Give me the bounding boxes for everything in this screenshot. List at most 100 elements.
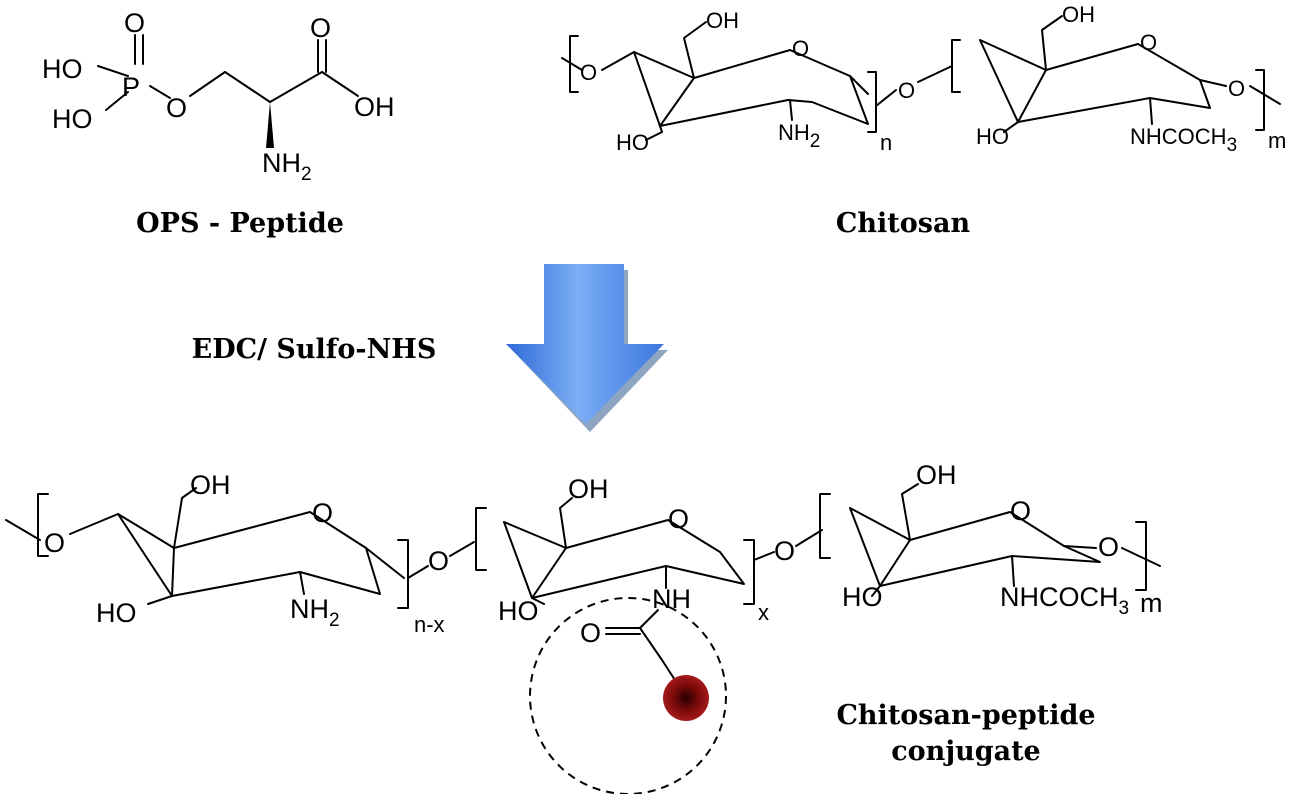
ops-bond-o-ch2 (189, 71, 226, 97)
chitosan-oh-2-label: OH (1062, 2, 1095, 27)
conj-ring-3-lower (879, 539, 911, 587)
chitosan-ring-1-nh2-bond (789, 99, 793, 121)
conj-nh-2-label: NH (652, 584, 691, 614)
chitosan-left-bracket (569, 35, 579, 93)
conj-ring-3-oh-bond (871, 585, 881, 597)
peptide-bead (663, 675, 709, 721)
chitosan-structure: O OH O HO NH2 n O OH O HO NHCOCH3 O m (561, 2, 1286, 156)
chitosan-caption: Chitosan (836, 208, 971, 239)
chitosan-ring-1-oh-bond (645, 125, 663, 141)
ops-bond-ch2-calpha (224, 71, 271, 103)
ops-wedge-bond-nh2 (266, 102, 274, 148)
conj-ho-3-label: HO (842, 582, 883, 612)
chitosan-n-label: n (880, 130, 892, 155)
conj-nh2-1-label: NH2 (290, 594, 340, 631)
chitosan-ring-2-lower (1017, 69, 1047, 123)
conj-ho-1-label: HO (96, 598, 137, 628)
conj-link-2-bond-2 (795, 529, 823, 547)
chitosan-ring-1-lower (659, 77, 695, 127)
conj-ring-3-ch2 (901, 483, 919, 541)
chitosan-oh-1-label: OH (706, 8, 739, 33)
conj-link-1-bond-2 (449, 541, 475, 557)
conj-ring-2-left-bracket (475, 507, 487, 571)
chitosan-o-left-bond (601, 51, 635, 71)
conj-ring-o-1-label: O (312, 498, 333, 528)
conj-nhcoch3-label: NHCOCH3 (1000, 582, 1129, 619)
conj-o-left-label: O (44, 528, 65, 558)
chitosan-link-bond (875, 89, 897, 107)
conj-oh-1-label: OH (190, 470, 231, 500)
chitosan-bracket-n (867, 71, 877, 133)
conj-o-right-label: O (1098, 532, 1119, 562)
conj-ring-3-o-right (1063, 545, 1097, 549)
chitosan-nhcoch3-label: NHCOCH3 (1130, 124, 1237, 156)
chitosan-ring-1-to-link (849, 75, 869, 95)
conj-o-left-bond (69, 513, 119, 535)
chitosan-ring-2-oh-bond (1003, 121, 1019, 133)
conj-ring-2-lower (531, 547, 567, 599)
chitosan-ring-o-1-label: O (792, 36, 809, 61)
conj-o-link-2-label: O (774, 536, 795, 566)
conj-ring-1-lower (171, 547, 175, 597)
conj-link-1-bond (407, 565, 429, 579)
ops-phosphorus-label: P (122, 72, 140, 102)
ops-o-double-label: O (124, 8, 145, 38)
ops-oh-acid-label: OH (354, 92, 395, 122)
conj-bracket-n-x (397, 539, 409, 609)
chitosan-o-right-label: O (1228, 76, 1245, 101)
reaction-arrow (506, 264, 668, 432)
conj-ring-o-2-label: O (668, 504, 689, 534)
conj-n-minus-x-label: n-x (414, 612, 445, 637)
ops-o-ester-label: O (166, 93, 187, 123)
chitosan-link-bond-2 (917, 65, 953, 83)
chitosan-nh2-1-label: NH2 (778, 120, 820, 152)
conj-right-bracket (1135, 521, 1147, 591)
chitosan-o-left-label: O (580, 60, 597, 85)
conj-ring-3-left-bracket (819, 493, 831, 559)
ops-bond-calpha-ccarbonyl (269, 71, 323, 103)
ops-bond-p-o-ester (149, 85, 171, 99)
conj-right-tail (1121, 547, 1161, 567)
conj-ring-3 (849, 507, 1101, 587)
ops-bond-c-oh (321, 71, 359, 97)
chitosan-ring-2-bracket (951, 39, 961, 93)
conj-ring-1-ch2 (173, 487, 197, 549)
chitosan-ring-2-ch2 (1041, 15, 1063, 71)
conj-left-tail (5, 519, 41, 541)
conj-ring-2-right-bracket (743, 539, 755, 605)
chitosan-ring-2-o-right (1199, 79, 1227, 87)
conjugate-caption-line-1: Chitosan-peptide (836, 700, 1095, 731)
ops-o-carbonyl-label: O (310, 13, 331, 43)
peptide-highlight-circle (529, 597, 727, 794)
conj-ring-2-oh-bond (531, 597, 545, 605)
chitosan-right-tail (1249, 85, 1281, 105)
conj-m-label: m (1140, 588, 1163, 618)
conj-o-carbonyl-label: O (580, 618, 601, 648)
conj-oh-2-label: OH (568, 474, 609, 504)
conj-ring-2 (503, 519, 745, 599)
conj-ring-3-nac-bond (1011, 555, 1015, 587)
conj-ring-1 (117, 511, 381, 597)
chitosan-ring-o-2-label: O (1140, 30, 1157, 55)
chitosan-m-label: m (1268, 128, 1286, 153)
chitosan-o-link-label: O (898, 78, 915, 103)
chitosan-ho-1-label: HO (616, 130, 649, 155)
ops-peptide-caption: OPS - Peptide (136, 208, 344, 239)
conj-oh-3-label: OH (916, 460, 957, 490)
ops-ho-bottom-label: HO (52, 104, 93, 134)
conj-ho-2-label: HO (498, 596, 539, 626)
reaction-arrow-body (506, 264, 664, 424)
chitosan-ring-2-nac-bond (1149, 97, 1153, 125)
ops-bond-ho-p-top (97, 65, 129, 77)
chitosan-ring-1-ch2 (683, 21, 707, 79)
conj-x-label: x (758, 600, 769, 625)
conj-ring-1-to-link (365, 547, 405, 579)
conj-o-link-1-label: O (428, 546, 449, 576)
ops-bond-ho-p-bottom (105, 91, 129, 111)
chitosan-ring-2 (979, 39, 1211, 123)
chitosan-right-bracket (1255, 69, 1265, 131)
chitosan-ring-1 (633, 49, 869, 127)
reagents-caption: EDC/ Sulfo-NHS (192, 334, 437, 365)
ops-nh2-label: NH2 (262, 148, 312, 185)
